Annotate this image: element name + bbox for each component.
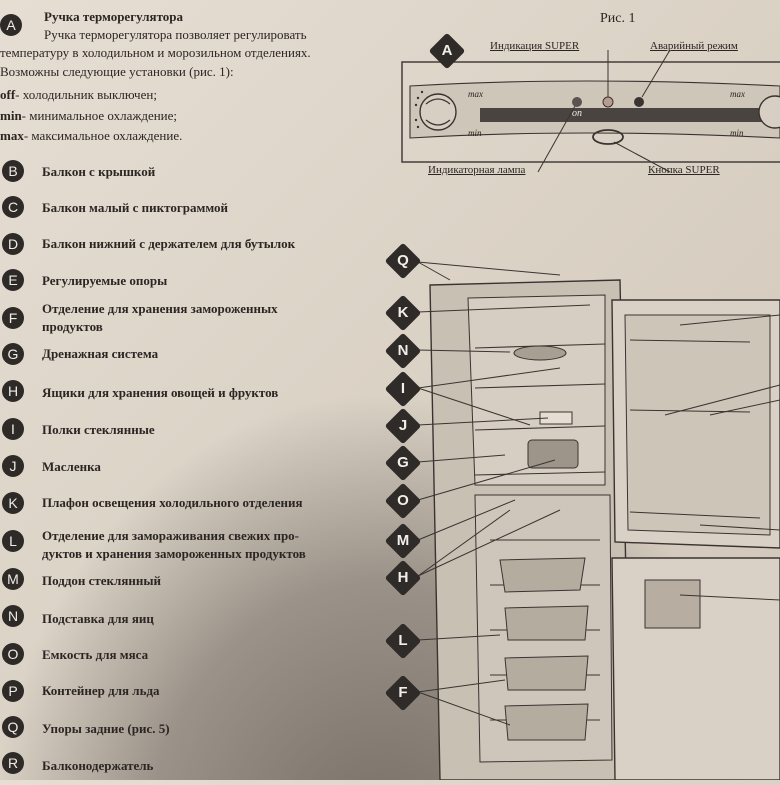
legend-item-b: Балкон с крышкой (42, 164, 156, 179)
letter-badge-k: K (2, 492, 24, 514)
legend-item-n: Подставка для яиц (42, 611, 154, 626)
intro-min-text: - минимальное охлаждение; (21, 108, 178, 123)
intro-line2: температуру в холодильном и морозильном … (0, 45, 311, 60)
label-alarm-mode: Аварийный режим (650, 40, 738, 52)
diagram-marker-g: G (384, 444, 422, 482)
intro-min: min- минимальное охлаждение; (0, 107, 177, 125)
diagram-marker-k-label: K (397, 304, 409, 321)
diagram-marker-o: O (384, 482, 422, 520)
diagram-marker-h-label: H (397, 569, 409, 586)
letter-badge-c: C (2, 196, 24, 218)
panel-marker-a-label: A (441, 42, 453, 59)
refrigerator-diagram: Q K N I J G O M H L F (380, 240, 780, 781)
letter-badge-r: R (2, 752, 24, 774)
legend-item-j: Масленка (42, 459, 101, 474)
legend-item-c: Балкон малый с пиктограммой (42, 200, 228, 215)
diagram-marker-q-label: Q (397, 252, 409, 269)
figure-label: Рис. 1 (600, 11, 636, 26)
label-super-button: Кнопка SUPER (648, 164, 720, 176)
letter-badge-m: M (2, 568, 24, 590)
panel-marker-a: A (428, 32, 466, 70)
diagram-marker-f-label: F (398, 684, 408, 701)
intro-min-key: min (0, 108, 22, 123)
diagram-marker-j-label: J (398, 417, 408, 434)
legend-item-i: Полки стеклянные (42, 422, 155, 437)
letter-badge-d: D (2, 233, 24, 255)
intro-off-text: - холодильник выключен; (15, 87, 157, 102)
intro-max-text: - максимальное охлаждение. (23, 128, 183, 143)
diagram-marker-f: F (384, 674, 422, 712)
letter-badge-f: F (2, 307, 24, 329)
legend-item-e: Регулируемые опоры (42, 273, 168, 288)
diagram-marker-n: N (384, 332, 422, 370)
intro-line3: Возможны следующие установки (рис. 1): (0, 64, 234, 79)
control-panel-diagram: A Индикация SUPER Аварийный режим Индика… (380, 30, 780, 190)
knob-left-max: max (468, 89, 483, 99)
legend-item-k: Плафон освещения холодильного отделения (42, 495, 303, 510)
letter-badge-b: B (2, 160, 24, 182)
letter-badge-p: P (2, 680, 24, 702)
intro-line1: Ручка терморегулятора позволяет регулиро… (44, 27, 307, 42)
diagram-marker-h: H (384, 559, 422, 597)
diagram-marker-i: I (384, 370, 422, 408)
diagram-marker-o-label: O (397, 492, 409, 509)
letter-badge-q: Q (2, 716, 24, 738)
knob-right-max: max (730, 89, 745, 99)
intro-off-key: off (0, 87, 16, 102)
letter-badge-h: H (2, 380, 24, 402)
diagram-marker-k: K (384, 294, 422, 332)
legend-item-r: Балконодержатель (42, 758, 154, 773)
intro-max-key: max (0, 128, 24, 143)
refrigerator-svg (417, 261, 780, 781)
letter-badge-j: J (2, 455, 24, 477)
label-indicator-lamp: Индикаторная лампа (428, 164, 526, 176)
diagram-marker-i-label: I (400, 380, 406, 397)
intro-off: off- холодильник выключен; (0, 86, 157, 104)
diagram-marker-j: J (384, 407, 422, 445)
letter-badge-o: O (2, 643, 24, 665)
diagram-marker-m-label: M (396, 532, 410, 549)
intro-max: max- максимальное охлаждение. (0, 127, 182, 145)
letter-badge-g: G (2, 343, 24, 365)
diagram-marker-n-label: N (397, 342, 409, 359)
knob-right-min: min (730, 128, 744, 138)
legend-item-f-line1: Отделение для хранения замороженных (42, 301, 278, 316)
letter-badge-e: E (2, 269, 24, 291)
label-super-indicator: Индикация SUPER (490, 40, 580, 52)
legend-item-h: Ящики для хранения овощей и фруктов (42, 385, 279, 400)
legend-item-l-line2: дуктов и хранения замороженных продуктов (42, 546, 306, 561)
legend-item-f-line2: продуктов (42, 319, 103, 334)
control-panel-svg (401, 49, 780, 173)
diagram-marker-m: M (384, 522, 422, 560)
knob-left-min: min (468, 128, 482, 138)
legend-item-g: Дренажная система (42, 346, 159, 361)
diagram-marker-g-label: G (397, 454, 409, 471)
legend-item-p: Контейнер для льда (42, 683, 160, 698)
legend-item-o: Емкость для мяса (42, 647, 149, 662)
diagram-marker-l-label: L (398, 632, 408, 649)
letter-badge-a: A (0, 14, 22, 36)
letter-badge-l: L (2, 530, 24, 552)
legend-item-f: Отделение для хранения замороженных проду… (42, 300, 278, 336)
letter-badge-n: N (2, 605, 24, 627)
legend-item-l-line1: Отделение для замораживания свежих про- (42, 528, 300, 543)
diagram-marker-l: L (384, 622, 422, 660)
letter-badge-i: I (2, 418, 24, 440)
panel-on-label: on (572, 108, 582, 119)
legend-item-m: Поддон стеклянный (42, 573, 161, 588)
intro-title: Ручка терморегулятора (44, 9, 184, 24)
legend-item-l: Отделение для замораживания свежих про-д… (42, 527, 306, 563)
diagram-marker-q: Q (384, 242, 422, 280)
legend-item-d: Балкон нижний с держателем для бутылок (42, 236, 296, 251)
legend-item-q: Упоры задние (рис. 5) (42, 721, 170, 736)
